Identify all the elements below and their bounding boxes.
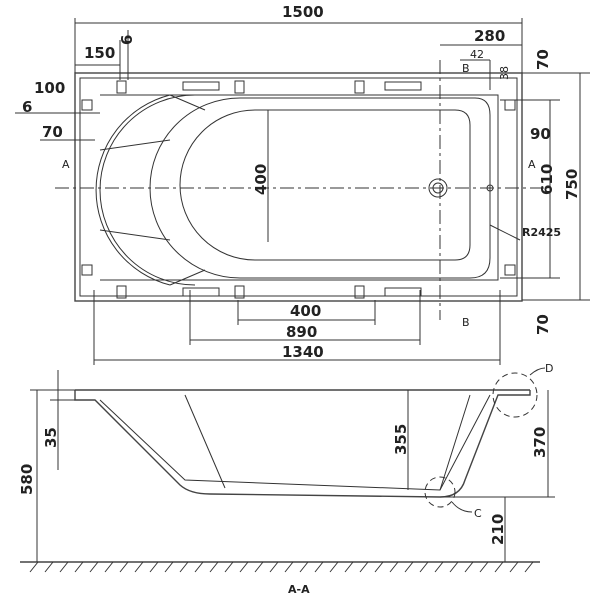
dim-radius: R2425: [522, 226, 561, 239]
section-a-left: A: [62, 158, 70, 171]
dim-b-depth: 38: [498, 66, 511, 80]
dim-top-margin-right: 70: [534, 49, 552, 70]
floor-hatch: [29, 561, 534, 573]
dim-rim: 35: [42, 427, 60, 448]
dim-total-height: 580: [18, 464, 36, 495]
dim-inner-length: 1340: [282, 343, 324, 361]
top-view: 1500 150 6 280 42 38 B B 70 100 6 70 90 …: [15, 3, 590, 365]
detail-d-circle: [492, 372, 538, 418]
tub-outline: [74, 72, 523, 302]
dim-outer-depth: 370: [531, 427, 549, 458]
drain-icon: [428, 178, 448, 198]
dimension-lines: [15, 18, 590, 365]
dim-right-inset: 90: [530, 125, 551, 143]
dim-leg-height: 210: [489, 514, 507, 545]
dim-bottom-margin-right: 70: [534, 314, 552, 335]
dim-bottom-inner-length: 400: [290, 302, 321, 320]
dim-left-offset: 150: [84, 44, 115, 62]
basin-inner: [179, 109, 471, 261]
dim-overall-length: 1500: [282, 3, 324, 21]
dim-small-offset-top: 6: [118, 35, 136, 45]
section-a-right: A: [528, 158, 536, 171]
dim-depth: 355: [392, 424, 410, 455]
dim-inner-width: 400: [252, 164, 270, 195]
dim-bottom-length: 890: [286, 323, 317, 341]
dim-top-margin-left: 100: [34, 79, 65, 97]
dim-right-offset: 280: [474, 27, 505, 45]
dim-inner-outer-width: 610: [538, 164, 556, 195]
detail-d-label: D: [545, 362, 553, 375]
dim-left-edge: 70: [42, 123, 63, 141]
section-b-top: B: [462, 62, 470, 75]
dim-overall-width: 750: [563, 169, 581, 200]
section-outline: [74, 390, 531, 498]
section-view: 35 580 355 370 210 D C A-A: [18, 362, 555, 596]
detail-c-label: C: [474, 507, 482, 520]
detail-c-circle: [424, 476, 456, 508]
dim-left-edge-small: 6: [22, 98, 32, 116]
section-b-bottom: B: [462, 316, 470, 329]
section-title: A-A: [288, 583, 310, 596]
section-dimension-lines: [30, 370, 555, 562]
dim-b-offset: 42: [470, 48, 484, 61]
